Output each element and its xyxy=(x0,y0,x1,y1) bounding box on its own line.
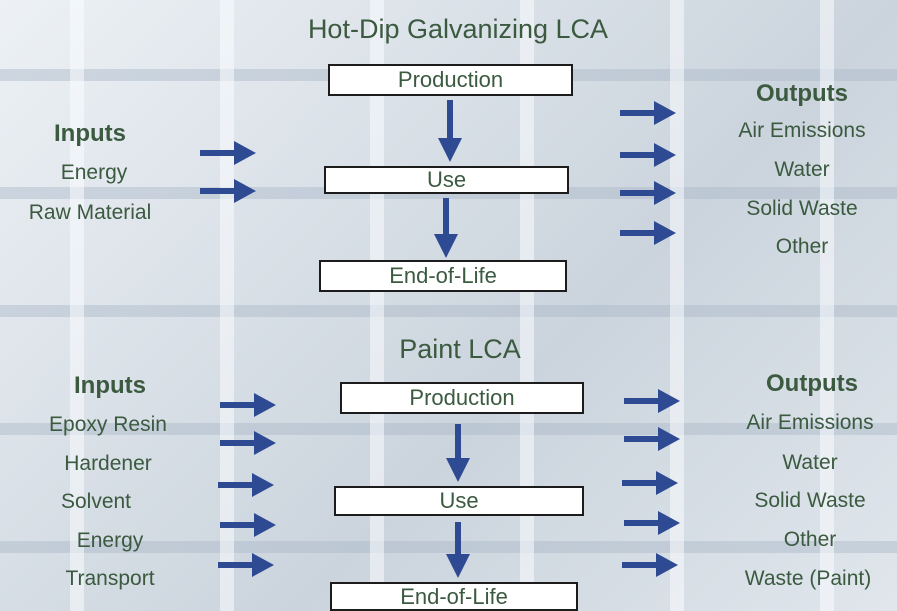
paint-output-arrow-4 xyxy=(624,511,680,535)
galvanizing-down-arrow-2 xyxy=(434,198,458,258)
paint-down-arrow-2 xyxy=(446,522,470,578)
galvanizing-output-arrow-2 xyxy=(620,143,676,167)
paint-output-other: Other xyxy=(783,528,837,551)
paint-input-hardener: Hardener xyxy=(64,452,152,475)
paint-output-air-emissions: Air Emissions xyxy=(746,411,874,434)
galvanizing-output-air-emissions: Air Emissions xyxy=(738,119,866,142)
paint-input-arrow-3 xyxy=(218,473,274,497)
paint-title: Paint LCA xyxy=(399,334,521,364)
paint-input-arrow-5 xyxy=(218,553,274,577)
paint-output-arrow-1 xyxy=(624,389,680,413)
galvanizing-output-arrow-3 xyxy=(620,181,676,205)
paint-output-arrow-2 xyxy=(624,427,680,451)
paint-input-energy: Energy xyxy=(76,529,144,552)
paint-input-epoxy-resin: Epoxy Resin xyxy=(49,413,167,436)
galvanizing-output-solid-waste: Solid Waste xyxy=(746,197,858,220)
paint-output-waste-paint: Waste (Paint) xyxy=(744,567,872,590)
galvanizing-input-raw-material: Raw Material xyxy=(28,201,152,224)
galvanizing-inputs-heading: Inputs xyxy=(54,120,126,147)
galvanizing-stage-end-of-life: End-of-Life xyxy=(319,260,567,292)
paint-input-solvent: Solvent xyxy=(60,490,132,513)
galvanizing-input-arrow-2 xyxy=(200,179,256,203)
galvanizing-output-arrow-4 xyxy=(620,221,676,245)
galvanizing-stage-use: Use xyxy=(324,166,569,194)
galvanizing-input-arrow-1 xyxy=(200,141,256,165)
paint-input-arrow-4 xyxy=(220,513,276,537)
galvanizing-outputs-heading: Outputs xyxy=(756,80,848,107)
galvanizing-stage-production: Production xyxy=(328,64,573,96)
paint-input-transport: Transport xyxy=(65,567,155,590)
paint-output-water: Water xyxy=(782,451,838,474)
galvanizing-input-energy: Energy xyxy=(60,161,128,184)
galvanizing-down-arrow-1 xyxy=(438,100,462,162)
paint-output-arrow-5 xyxy=(622,553,678,577)
galvanizing-output-other: Other xyxy=(775,235,829,258)
paint-output-arrow-3 xyxy=(622,471,678,495)
paint-down-arrow-1 xyxy=(446,424,470,482)
paint-outputs-heading: Outputs xyxy=(766,370,858,397)
galvanizing-output-water: Water xyxy=(774,158,830,181)
galvanizing-title: Hot-Dip Galvanizing LCA xyxy=(307,14,609,44)
galvanizing-output-arrow-1 xyxy=(620,101,676,125)
paint-stage-production: Production xyxy=(340,382,584,414)
paint-stage-use: Use xyxy=(334,486,584,516)
paint-inputs-heading: Inputs xyxy=(74,372,146,399)
paint-stage-end-of-life: End-of-Life xyxy=(330,582,578,611)
paint-input-arrow-2 xyxy=(220,431,276,455)
paint-input-arrow-1 xyxy=(220,393,276,417)
paint-output-solid-waste: Solid Waste xyxy=(754,489,866,512)
